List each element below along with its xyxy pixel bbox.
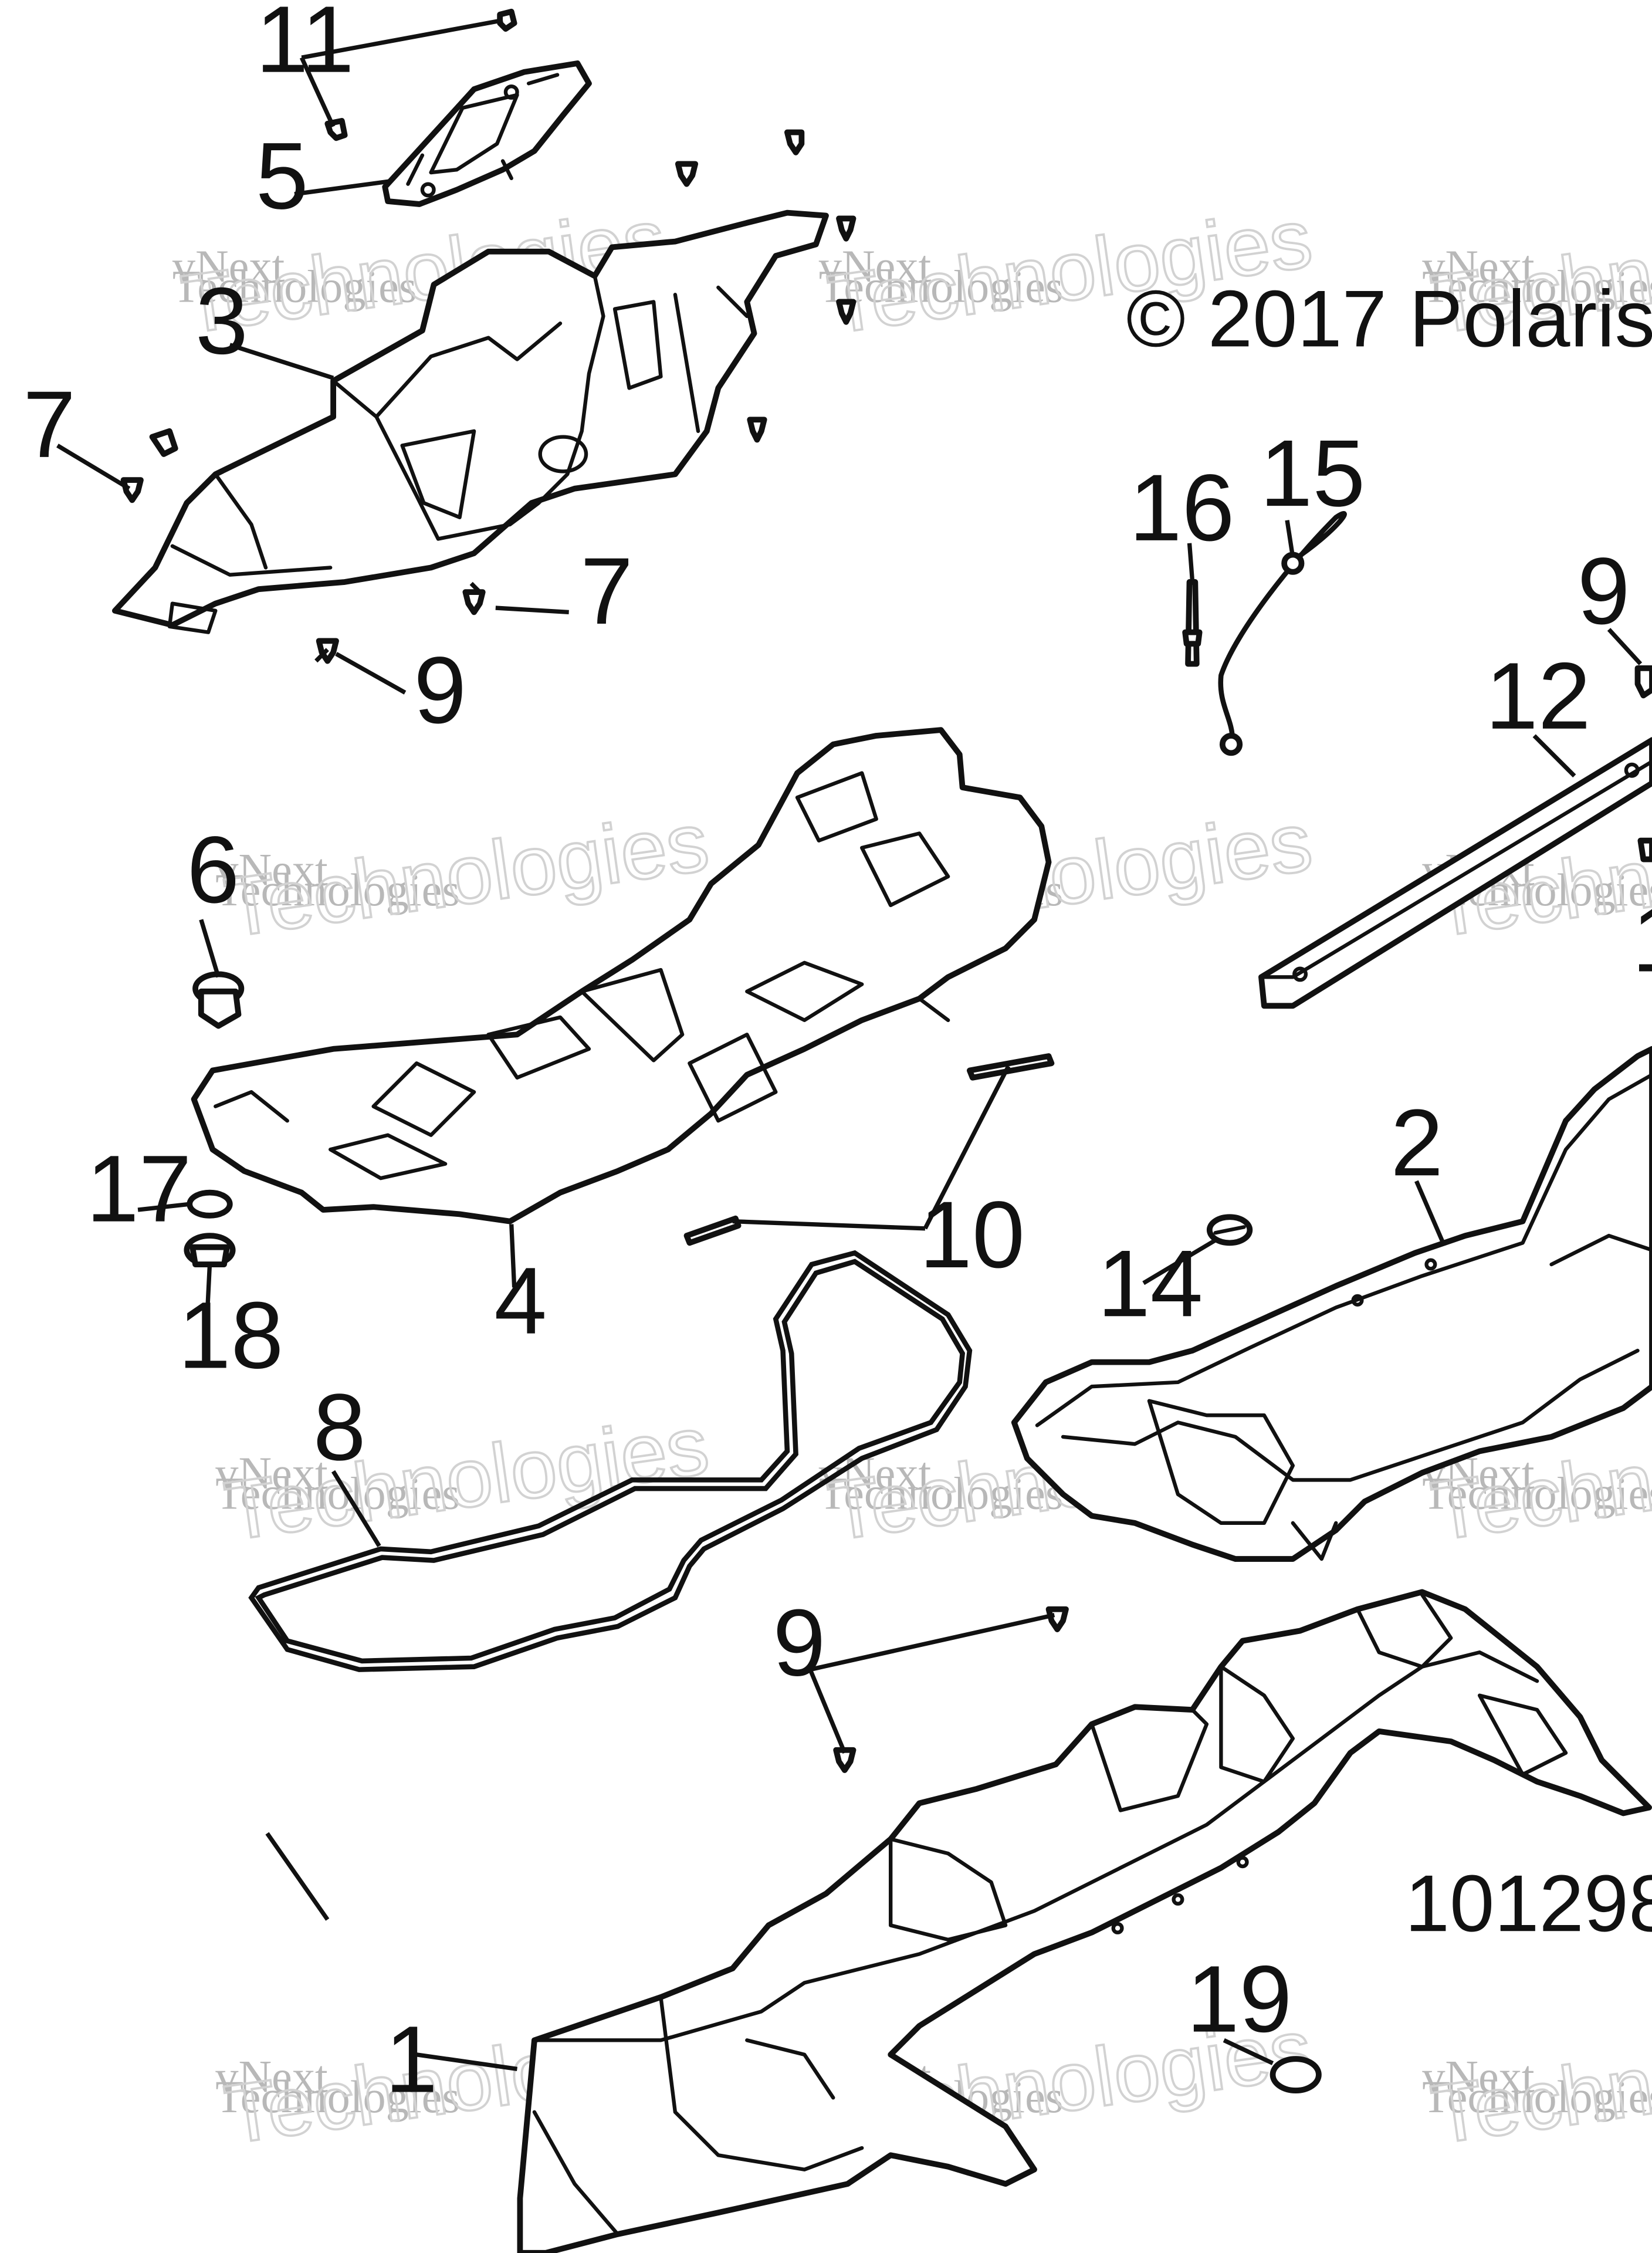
part-15-cable — [1218, 511, 1347, 756]
part-6-clip — [192, 971, 245, 1029]
screw-9-mid-a — [1045, 1606, 1069, 1632]
callout-4: 4 — [494, 1249, 547, 1354]
callout-3: 3 — [195, 269, 248, 374]
screw-12-right — [1637, 837, 1652, 862]
part-16-rod — [1182, 579, 1203, 667]
callout-9-left: 9 — [414, 638, 466, 743]
part-5-bracket — [382, 60, 592, 207]
callout-9-right: 9 — [1577, 539, 1630, 644]
part-1-main-body — [517, 1589, 1652, 2253]
part-2-tub-frame — [1011, 1046, 1652, 1562]
screw-9-right — [1634, 665, 1652, 699]
hardware-fasteners — [120, 8, 1652, 2093]
svg-text:Technologies: Technologies — [172, 261, 417, 312]
callout-9-mid: 9 — [773, 1590, 825, 1696]
svg-text:Technologies: Technologies — [215, 864, 460, 915]
part-19-cap — [1270, 2056, 1322, 2093]
part-18-grommet — [184, 1233, 236, 1267]
callout-12-partial: 1 — [1632, 887, 1652, 992]
callout-5: 5 — [256, 123, 309, 229]
part-3-hood-panel — [111, 209, 829, 634]
svg-text:Technologies: Technologies — [819, 1467, 1064, 1518]
svg-text:vNext: vNext — [215, 1447, 328, 1498]
svg-text:Technologies: Technologies — [219, 795, 714, 955]
part-12-support-bar — [1258, 737, 1652, 1009]
callout-2: 2 — [1390, 1090, 1443, 1196]
callout-18: 18 — [178, 1283, 284, 1388]
callout-7-left: 7 — [23, 372, 76, 478]
callout-12: 12 — [1485, 644, 1591, 749]
part-10-pins — [683, 1053, 1055, 1246]
svg-text:Technologies: Technologies — [1422, 2071, 1652, 2122]
callout-15: 15 — [1260, 421, 1366, 526]
callout-7-right: 7 — [580, 539, 633, 644]
part-17-washer — [187, 1189, 233, 1219]
callout-14: 14 — [1098, 1231, 1203, 1337]
callout-16: 16 — [1129, 455, 1235, 561]
svg-text:Technologies: Technologies — [1422, 1467, 1652, 1518]
part-8-seal-loop — [248, 1250, 973, 1672]
svg-text:Technologies: Technologies — [1422, 261, 1652, 312]
svg-text:vNext: vNext — [819, 241, 932, 292]
svg-text:Technologies: Technologies — [819, 261, 1064, 312]
screw-top-d — [836, 299, 857, 325]
callout-1: 1 — [385, 2007, 438, 2113]
svg-text:vNext: vNext — [172, 241, 285, 292]
callout-labels: 11 5 3 7 7 9 6 17 18 4 10 8 9 14 2 16 15… — [23, 0, 1652, 2113]
svg-text:Technologies: Technologies — [215, 2071, 460, 2122]
callout-8: 8 — [313, 1375, 366, 1480]
part-14-plug — [1206, 1214, 1253, 1246]
screw-top-b — [675, 161, 699, 187]
reference-number: 101298 — [1405, 1859, 1652, 1948]
svg-text:vNext: vNext — [215, 2051, 328, 2102]
callout-6: 6 — [187, 817, 239, 923]
screw-top-e — [747, 417, 767, 443]
screw-7-left — [120, 477, 144, 503]
copyright-notice: © 2017 Polaris Industries Inc. — [1126, 274, 1652, 364]
screw-9-mid-b — [833, 1747, 857, 1773]
watermark: vNext Technologies Technologies — [215, 794, 715, 956]
part-4-floor-panel — [191, 727, 1052, 1224]
watermark: vNext Technologies Technologies — [1422, 2001, 1652, 2163]
svg-text:vNext: vNext — [1422, 2051, 1535, 2102]
screw-7-right — [462, 589, 486, 615]
screw-top-a — [784, 129, 805, 155]
rivet-left — [149, 428, 178, 457]
leader-lines — [56, 18, 1643, 2071]
callout-11: 11 — [256, 0, 354, 93]
screw-top-c — [836, 215, 857, 242]
svg-text:Technologies: Technologies — [1426, 2002, 1652, 2162]
callout-17: 17 — [86, 1136, 192, 1242]
svg-text:vNext: vNext — [215, 844, 328, 895]
svg-text:vNext: vNext — [1422, 241, 1535, 292]
callout-10: 10 — [919, 1182, 1025, 1288]
callout-19: 19 — [1187, 1947, 1292, 2052]
